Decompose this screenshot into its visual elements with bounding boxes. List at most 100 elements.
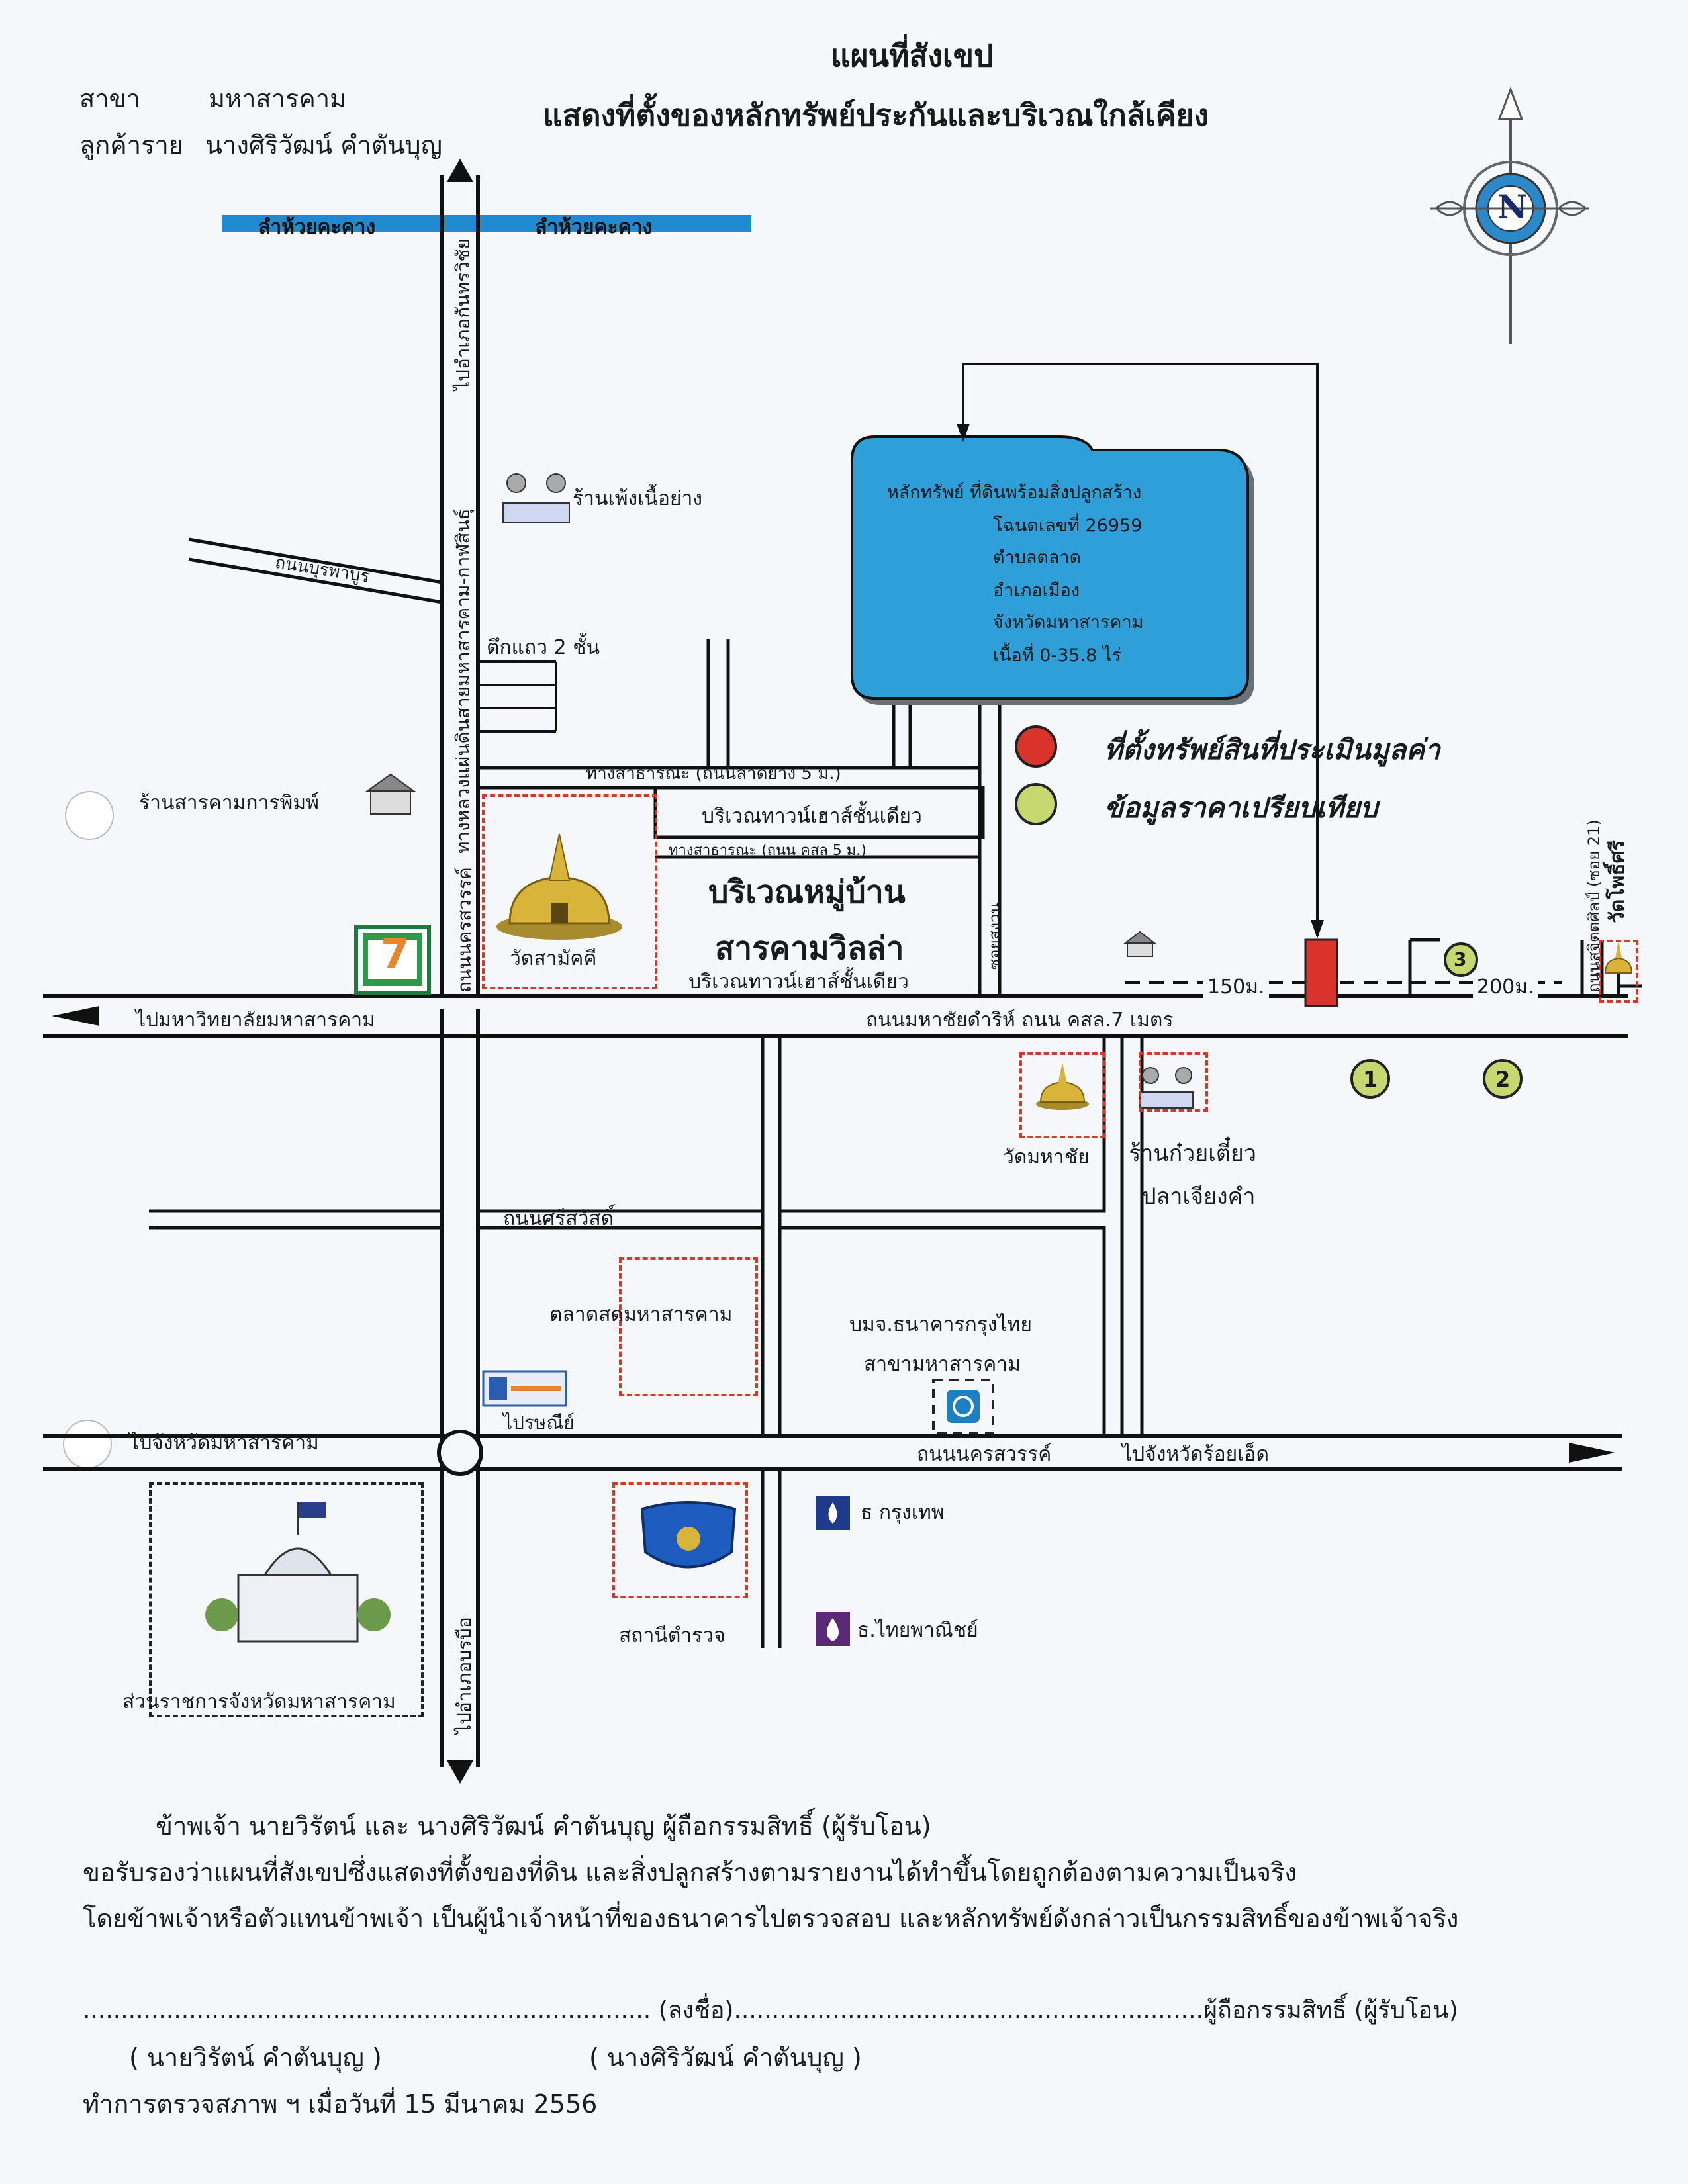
scb-label: ธ.ไทยพาณิชย์ — [857, 1619, 978, 1642]
noodle-shop-area — [1139, 1052, 1208, 1112]
to-borabue-label: ไปอำเภอบรบือ — [453, 1617, 475, 1734]
wat-pho-area — [1599, 940, 1638, 1003]
village-label-2: สารคามวิลล่า — [715, 930, 904, 967]
compass-n-letter: N — [1497, 187, 1528, 226]
highway-label: ทางหลวงแผ่นดินสายมหาสารคาม-กาฬสินธุ์ — [452, 508, 474, 854]
provincial-office-area — [149, 1482, 424, 1717]
scb-logo — [816, 1612, 850, 1646]
arrow-down-icon — [447, 1760, 473, 1784]
to-roiet-label: ไปจังหวัดร้อยเอ็ด — [1122, 1443, 1269, 1466]
legend-green-dot — [1015, 783, 1057, 825]
post-office-logo — [482, 1370, 567, 1407]
legend-red-label: ที่ตั้งทรัพย์สินที่ประเมินมูลค่า — [1104, 733, 1440, 766]
mahachai-road-label: ถนนมหาชัยดำริห์ ถนน คสล.7 เมตร — [866, 1009, 1174, 1032]
soi-label: ซอยสงวน — [986, 902, 1004, 970]
signature-line: ........................................… — [83, 1997, 1458, 2024]
house-icon — [1123, 931, 1156, 957]
comparable-3-marker — [1444, 942, 1478, 977]
arrow-left-icon — [52, 1006, 99, 1026]
temple-icon — [1036, 1062, 1089, 1110]
noodle-shop-label-2: ปลาเจียงคำ — [1142, 1183, 1256, 1210]
shophouse-label: ตึกแถว 2 ชั้น — [487, 636, 600, 659]
map-drawing — [43, 86, 1642, 1784]
wat-mahachai-label: วัดมหาชัย — [1003, 1146, 1090, 1169]
collateral-line-4: อำเภอเมือง — [993, 580, 1080, 601]
restaurant-icon — [502, 473, 570, 523]
print-shop-label: ร้านสารคามการพิมพ์ — [139, 792, 319, 815]
house-icon — [365, 773, 416, 815]
comparable-2-marker — [1483, 1059, 1523, 1099]
arrow-up-icon — [447, 159, 473, 182]
arrow-right-icon — [1569, 1443, 1615, 1463]
srisawat-road-label: ถนนศรีสวัสดิ์ — [503, 1207, 614, 1230]
certification-line-1: ข้าพเจ้า นายวิรัตน์ และ นางศิริวัฒน์ คำต… — [156, 1811, 931, 1841]
page-title: แผนที่สังเขป — [831, 38, 994, 73]
inspection-date: ทำการตรวจสภาพ ฯ เมื่อวันที่ 15 มีนาคม 25… — [83, 2089, 598, 2118]
to-mahasarakham-label: ไปจังหวัดมหาสารคาม — [129, 1432, 319, 1455]
compass-icon — [1430, 86, 1589, 344]
collateral-line-2: โฉนดเลขที่ 26959 — [993, 516, 1143, 536]
public-way-1-label: ทางสาธารณะ (ถนนลาดยาง 5 ม.) — [586, 764, 841, 784]
public-way-2-label: ทางสาธารณะ (ถนน คสล 5 ม.) — [669, 842, 867, 859]
village-label-1: บริเวณหมู่บ้าน — [708, 874, 906, 911]
collateral-line-1: หลักทรัพย์ ที่ดินพร้อมสิ่งปลูกสร้าง — [887, 482, 1142, 503]
nakhonsawan-road-label: ถนนนครสวรรค์ — [917, 1443, 1052, 1466]
wat-mahachai-area — [1019, 1052, 1105, 1138]
temple-icon — [1604, 940, 1633, 974]
wat-samakkhi-area — [482, 794, 657, 989]
branch-label: สาขา — [79, 84, 140, 113]
certification-line-2: ขอรับรองว่าแผนที่สังเขปซึ่งแสดงที่ตั้งขอ… — [83, 1858, 1297, 1887]
market-label: ตลาดสดมหาสารคาม — [549, 1303, 733, 1326]
comparable-1-marker — [1350, 1059, 1390, 1099]
collateral-line-6: เนื้อที่ 0-35.8 ไร่ — [993, 645, 1121, 666]
townhouse-1-label: บริเวณทาวน์เฮาส์ชั้นเดียว — [702, 805, 922, 828]
to-kantharawichai-label: ไปอำเภอกันทรวิชัย — [452, 238, 474, 390]
temple-icon — [496, 833, 622, 940]
pointer-arrow-icon — [957, 424, 970, 442]
bbl-label: ธ กรุงเทพ — [861, 1501, 945, 1524]
certification-line-3: โดยข้าพเจ้าหรือตัวแทนข้าพเจ้า เป็นผู้นำเ… — [83, 1904, 1459, 1933]
to-university-label: ไปมหาวิทยาลัยมหาสารคาม — [136, 1009, 375, 1032]
market-area — [619, 1257, 758, 1396]
wat-samakkhi-label: วัดสามัคคี — [510, 947, 597, 970]
seven-eleven-number: 7 — [381, 930, 410, 978]
client-value: นางศิริวัฒน์ คำตันบุญ — [205, 130, 443, 159]
collateral-area — [851, 435, 1254, 705]
client-label: ลูกค้าราย — [79, 130, 184, 159]
comparable-1-number: 1 — [1363, 1067, 1378, 1092]
restaurant-icon — [1139, 1067, 1194, 1109]
distance-150-label: 150ม. — [1203, 972, 1269, 1003]
ktb-label-1: บมจ.ธนาคารกรุงไทย — [849, 1313, 1032, 1336]
pointer-arrow-icon — [1311, 920, 1324, 938]
roundabout — [437, 1430, 483, 1476]
police-label: สถานีตำรวจ — [619, 1624, 726, 1647]
legend-green-label: ข้อมูลราคาเปรียบเทียบ — [1104, 792, 1378, 824]
distance-200-label: 200ม. — [1473, 972, 1538, 1003]
restaurant-top-label: ร้านเพ้งเนื้อย่าง — [573, 487, 702, 510]
legend-red-dot — [1015, 725, 1057, 768]
seven-eleven-logo — [354, 925, 431, 995]
post-office-label: ไปรษณีย์ — [503, 1412, 575, 1433]
nakhonsawan-v-label: ถนนนครสวรรค์ — [453, 867, 475, 993]
police-badge-icon — [640, 1501, 737, 1569]
creek-label-left: ลำห้วยคะคาง — [258, 216, 376, 239]
collateral-line-3: ตำบลตลาด — [993, 547, 1082, 568]
comparable-3-number: 3 — [1454, 948, 1467, 970]
creek — [222, 215, 751, 232]
bbl-logo — [816, 1496, 850, 1530]
page-subtitle: แสดงที่ตั้งของหลักทรัพย์ประกันและบริเวณใ… — [543, 97, 1209, 133]
noodle-shop-label-1: ร้านก๋วยเตี๋ยว — [1129, 1140, 1256, 1167]
townhouse-2-label: บริเวณทาวน์เฮาส์ชั้นเดียว — [688, 970, 909, 993]
subject-property-marker — [1304, 938, 1338, 1007]
government-building-icon — [205, 1502, 391, 1643]
wat-pho-label: วัดโพธิ์ศรี — [1606, 840, 1629, 923]
comparable-2-number: 2 — [1495, 1067, 1511, 1092]
creek-label-right: ลำห้วยคะคาง — [535, 216, 653, 239]
branch-value: มหาสารคาม — [209, 84, 347, 113]
punch-hole — [65, 791, 114, 840]
collateral-line-5: จังหวัดมหาสารคาม — [993, 612, 1144, 633]
ktb-label-2: สาขามหาสารคาม — [864, 1353, 1021, 1376]
ktb-logo — [932, 1379, 994, 1434]
owner-name-1: ( นายวิรัตน์ คำตันบุญ ) — [129, 2043, 382, 2072]
provincial-office-label: ส่วนราชการจังหวัดมหาสารคาม — [122, 1690, 396, 1713]
